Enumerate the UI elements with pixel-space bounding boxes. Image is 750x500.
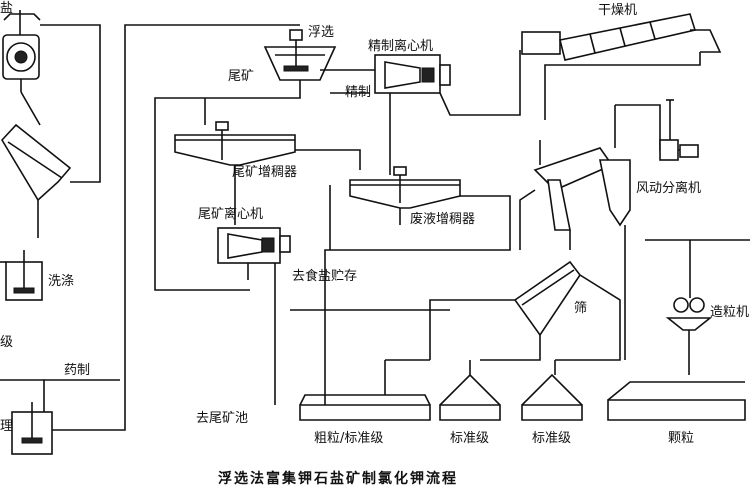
label-coarse-standard: 粗粒/标准级 (314, 431, 384, 446)
label-standard-2: 标准级 (532, 431, 572, 446)
tailings-thickener (174, 121, 361, 225)
label-grade: 级 (0, 335, 14, 350)
crusher-unit (2, 10, 41, 126)
label-wash: 洗涤 (48, 274, 75, 289)
label-fine-centrifuge: 精制离心机 (368, 39, 434, 54)
label-flotation: 浮选 (308, 25, 335, 40)
air-classifier (519, 99, 699, 360)
reagent-tank (0, 24, 300, 455)
rotary-dryer (521, 13, 722, 120)
label-screen: 筛 (574, 301, 588, 316)
flotation-cell (154, 29, 380, 291)
inclined-screen (1, 24, 101, 238)
vibrating-screen (429, 260, 621, 361)
fine-centrifuge (330, 50, 521, 175)
product-piles (299, 359, 746, 421)
label-to-tail-pond: 去尾矿池 (196, 411, 249, 426)
label-reagent: 药制 (64, 363, 91, 378)
tailings-centrifuge (217, 227, 450, 405)
label-refined: 精制 (345, 85, 372, 100)
label-air-classifier: 风动分离机 (636, 181, 702, 196)
label-salt: 盐 (0, 1, 14, 16)
label-standard-1: 标准级 (450, 431, 490, 446)
label-dryer: 干燥机 (598, 3, 638, 18)
granulator (645, 239, 750, 375)
label-tailings: 尾矿 (228, 69, 255, 84)
wash-tank (0, 250, 43, 301)
label-tail-thickener: 尾矿增稠器 (232, 165, 298, 180)
label-waste-thickener: 废液增稠器 (410, 212, 476, 227)
label-tail-centrifuge: 尾矿离心机 (198, 207, 264, 222)
label-granule: 颗粒 (668, 431, 695, 446)
label-mix: 理 (0, 419, 14, 434)
label-to-salt-storage: 去食盐贮存 (292, 269, 358, 284)
waste-thickener (324, 166, 511, 405)
diagram-caption: 浮选法富集钾石盐矿制氯化钾流程 (218, 471, 458, 487)
label-granulator: 造粒机 (710, 305, 750, 320)
